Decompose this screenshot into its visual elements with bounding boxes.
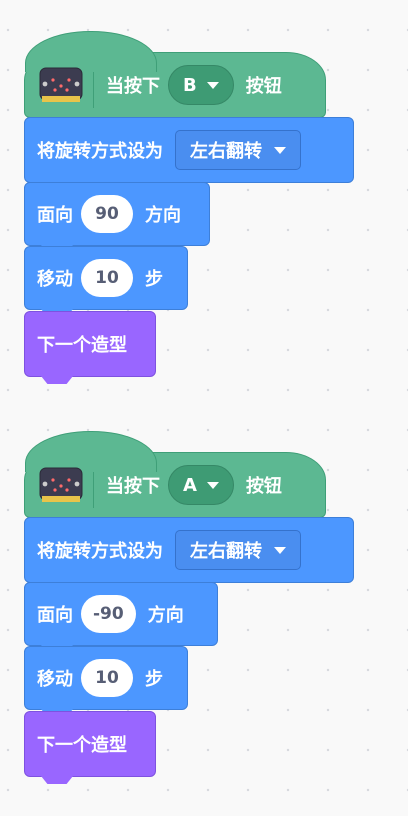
hat-suffix: 按钮 xyxy=(245,476,282,497)
rotation-style-value: 左右翻转 xyxy=(190,141,262,162)
next-costume-block[interactable]: 下一个造型 xyxy=(24,711,156,784)
hat-label: 当按下 xyxy=(106,476,160,497)
point-suffix: 方向 xyxy=(145,205,181,226)
rotation-label: 将旋转方式设为 xyxy=(37,141,163,162)
point-label: 面向 xyxy=(37,205,73,226)
chevron-down-icon xyxy=(206,481,219,489)
direction-input[interactable]: 90 xyxy=(81,195,133,233)
hat-label: 当按下 xyxy=(106,76,160,97)
move-label: 移动 xyxy=(37,669,73,690)
next-costume-block[interactable]: 下一个造型 xyxy=(24,311,156,384)
point-in-direction-block[interactable]: 面向 -90 方向 xyxy=(24,582,218,653)
divider xyxy=(93,462,94,508)
button-select-value: B xyxy=(183,74,197,96)
block-notch xyxy=(41,776,73,784)
button-select-dropdown[interactable]: B xyxy=(168,65,234,105)
move-steps-block[interactable]: 移动 10 步 xyxy=(24,646,188,717)
direction-input[interactable]: -90 xyxy=(81,595,136,633)
button-select-value: A xyxy=(183,474,197,496)
move-suffix: 步 xyxy=(145,269,163,290)
rotation-label: 将旋转方式设为 xyxy=(37,541,163,562)
move-suffix: 步 xyxy=(145,669,163,690)
hat-block-when-button-a-pressed[interactable]: 当按下 A 按钮 xyxy=(24,431,326,525)
divider xyxy=(93,62,94,108)
rotation-style-dropdown[interactable]: 左右翻转 xyxy=(175,530,301,570)
block-notch xyxy=(41,376,73,384)
button-select-dropdown[interactable]: A xyxy=(168,465,234,505)
steps-input[interactable]: 10 xyxy=(81,259,133,297)
chevron-down-icon xyxy=(274,146,286,154)
set-rotation-style-block[interactable]: 将旋转方式设为 左右翻转 xyxy=(24,517,354,590)
costume-label: 下一个造型 xyxy=(37,735,127,756)
move-steps-block[interactable]: 移动 10 步 xyxy=(24,246,188,317)
hat-block-when-button-b-pressed[interactable]: 当按下 B 按钮 xyxy=(24,31,326,125)
microbit-icon xyxy=(39,467,83,502)
point-in-direction-block[interactable]: 面向 90 方向 xyxy=(24,182,210,253)
hat-suffix: 按钮 xyxy=(245,76,282,97)
rotation-style-value: 左右翻转 xyxy=(190,541,262,562)
chevron-down-icon xyxy=(274,546,286,554)
point-suffix: 方向 xyxy=(147,605,184,626)
steps-input[interactable]: 10 xyxy=(81,659,133,697)
set-rotation-style-block[interactable]: 将旋转方式设为 左右翻转 xyxy=(24,117,354,190)
microbit-icon xyxy=(39,67,83,102)
chevron-down-icon xyxy=(206,81,219,89)
rotation-style-dropdown[interactable]: 左右翻转 xyxy=(175,130,301,170)
move-label: 移动 xyxy=(37,269,73,290)
point-label: 面向 xyxy=(37,605,73,626)
costume-label: 下一个造型 xyxy=(37,335,127,356)
